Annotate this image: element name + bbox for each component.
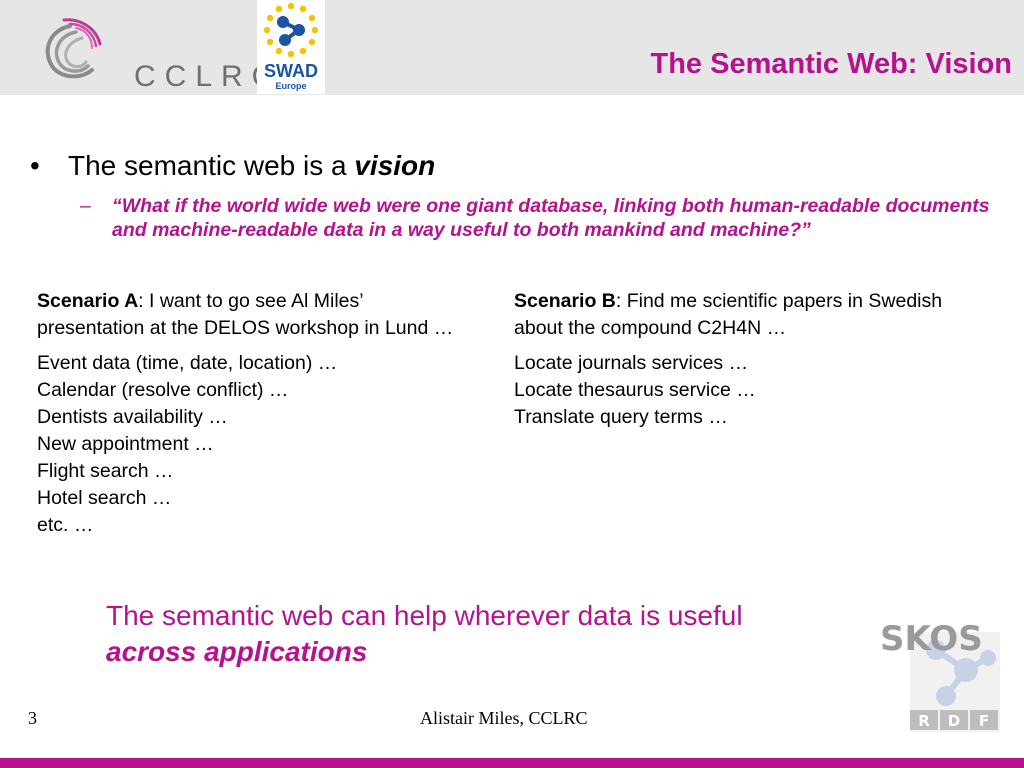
skos-logo-text: SKOS — [880, 619, 983, 659]
swad-europe-logo: SWAD Europe — [257, 0, 325, 94]
scenario-a-steps: Event data (time, date, location) … Cale… — [37, 350, 457, 539]
swad-logo-text: SWAD — [264, 61, 318, 81]
scenario-b-title: Scenario B — [514, 290, 616, 312]
cclrc-swirl-icon — [45, 18, 102, 79]
footer-author: Alistair Miles, CCLRC — [420, 708, 588, 728]
scenario-b-column: Scenario B: Find me scientific papers in… — [514, 288, 974, 431]
scenario-a-step: Calendar (resolve conflict) … — [37, 379, 289, 401]
scenario-b-steps: Locate journals services … Locate thesau… — [514, 350, 974, 431]
scenario-a-step: Flight search … — [37, 460, 174, 482]
scenario-b-step: Translate query terms … — [514, 406, 728, 428]
swad-star-ring-icon — [263, 2, 319, 58]
scenario-a-title: Scenario A — [37, 290, 139, 312]
bullet-text: The semantic web is a — [68, 150, 355, 181]
scenario-a-step: Dentists availability … — [37, 406, 228, 428]
slide-header: CCLRC SWAD Europe The Semantic Web: Visi… — [0, 0, 1024, 95]
scenario-b-intro: Scenario B: Find me scientific papers in… — [514, 288, 974, 342]
scenario-b-description: : Find me scientific papers in Swedish a… — [514, 290, 943, 339]
rdf-letter: D — [948, 712, 960, 730]
scenario-a-step: Hotel search … — [37, 487, 172, 509]
slide-title: The Semantic Web: Vision — [650, 48, 1012, 80]
page-number: 3 — [28, 708, 37, 728]
scenario-a-step: Event data (time, date, location) … — [37, 352, 338, 374]
dash-marker: – — [80, 195, 91, 217]
scenario-a-intro: Scenario A: I want to go see Al Miles’ p… — [37, 288, 457, 342]
scenario-a-step: etc. … — [37, 514, 94, 536]
bullet-emphasis: vision — [354, 150, 436, 181]
scenario-a-step: New appointment … — [37, 433, 214, 455]
vision-quote: – “What if the world wide web were one g… — [80, 194, 1000, 242]
summary-statement: The semantic web can help wherever data … — [106, 598, 806, 670]
main-bullet: • The semantic web is a vision — [30, 150, 435, 182]
swad-logo-subtext: Europe — [275, 81, 307, 91]
rdf-letter: R — [918, 712, 930, 730]
scenario-a-column: Scenario A: I want to go see Al Miles’ p… — [37, 288, 457, 539]
bullet-marker: • — [30, 150, 40, 181]
summary-text: The semantic web can help wherever data … — [106, 600, 743, 631]
summary-emphasis: across applications — [106, 636, 368, 667]
footer-bar — [0, 758, 1024, 768]
scenario-b-step: Locate journals services … — [514, 352, 749, 374]
rdf-letter: F — [979, 712, 989, 730]
scenario-a-description: : I want to go see Al Miles’ presentatio… — [37, 290, 454, 339]
vision-quote-text: “What if the world wide web were one gia… — [112, 195, 990, 241]
skos-rdf-logo: SKOS R D F — [876, 610, 1006, 734]
cclrc-logo-text: CCLRC — [134, 60, 283, 93]
scenario-b-step: Locate thesaurus service … — [514, 379, 756, 401]
cclrc-logo: CCLRC — [36, 14, 273, 93]
